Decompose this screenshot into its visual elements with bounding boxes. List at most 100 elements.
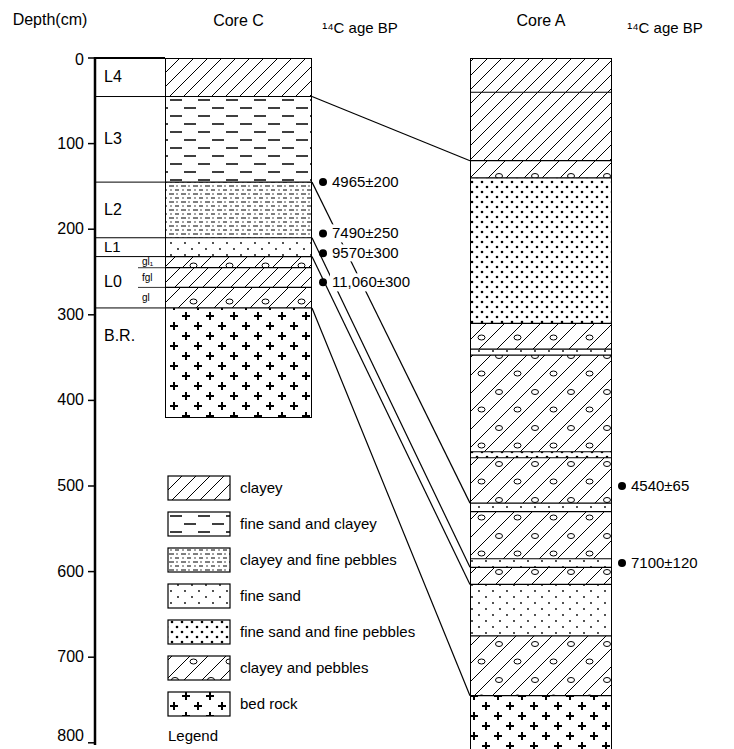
sediment-layer [470, 503, 612, 512]
sediment-layer [470, 559, 612, 568]
sediment-layer [165, 268, 312, 288]
legend-swatch [168, 656, 230, 680]
column-top [94, 57, 165, 59]
layer-boundary [470, 451, 612, 452]
depth-value: 700 [57, 648, 84, 666]
legend-swatch [168, 584, 230, 608]
sediment-layer [470, 696, 612, 749]
layer-boundary [470, 503, 612, 504]
unit-name: L3 [104, 130, 122, 148]
sediment-layer [470, 92, 612, 160]
legend-text: clayey and fine pebbles [238, 551, 399, 568]
legend-text: fine sand [238, 587, 303, 604]
column-header: ¹⁴C age BP [625, 19, 705, 36]
unit-name: B.R. [104, 327, 135, 345]
depth-tick [88, 314, 95, 316]
legend-swatch [168, 512, 230, 536]
layer-boundary [470, 457, 612, 458]
sediment-layer [165, 308, 312, 418]
legend-swatch [168, 692, 230, 716]
unit-boundary [95, 237, 165, 238]
depth-tick [88, 742, 95, 744]
sediment-layer [470, 584, 612, 635]
unit-boundary [95, 256, 165, 257]
sediment-layer [165, 287, 312, 308]
legend-swatch [168, 620, 230, 644]
sample-dot [618, 482, 626, 490]
depth-tick [88, 485, 95, 487]
layer-boundary [470, 92, 612, 93]
layer-boundary [470, 354, 612, 355]
sediment-layer [165, 238, 312, 257]
layer-boundary [470, 558, 612, 559]
age-value: 4965±200 [330, 173, 401, 190]
column-header: ¹⁴C age BP [320, 19, 400, 36]
depth-value: 500 [57, 477, 84, 495]
layer-boundary [470, 348, 612, 349]
core-title: Core C [166, 11, 311, 31]
depth-tick [88, 400, 95, 402]
layer-boundary [470, 323, 612, 324]
axis-title: Depth(cm) [13, 11, 88, 29]
legend-text: fine sand and fine pebbles [238, 623, 417, 640]
sediment-layer [470, 349, 612, 355]
unit-name: L0 [104, 273, 122, 291]
correlation-line [312, 257, 470, 585]
depth-tick [88, 143, 95, 145]
subunit-name: gl [142, 292, 150, 304]
unit-name: L2 [104, 201, 122, 219]
core-title: Core A [471, 11, 611, 31]
sediment-layer [165, 182, 312, 238]
layer-boundary [165, 256, 312, 257]
depth-value: 100 [57, 134, 84, 152]
unit-boundary [95, 96, 165, 97]
legend-text: bed rock [238, 695, 300, 712]
sediment-layer [470, 452, 612, 458]
unit-boundary [95, 307, 165, 308]
sediment-layer [470, 458, 612, 503]
sediment-layer [165, 58, 312, 97]
unit-name: L4 [104, 68, 122, 86]
layer-boundary [165, 307, 312, 308]
sediment-layer [165, 257, 312, 268]
sediment-layer [470, 567, 612, 584]
sediment-layer [165, 97, 312, 183]
depth-tick [88, 656, 95, 658]
layer-boundary [470, 584, 612, 585]
legend-text: clayey and pebbles [238, 659, 370, 676]
depth-value: 300 [57, 306, 84, 324]
legend-swatch [168, 476, 230, 500]
layer-boundary [470, 695, 612, 696]
sample-dot [319, 178, 327, 186]
unit-name: L1 [104, 239, 121, 256]
age-value: 7490±250 [330, 225, 401, 242]
layer-boundary [165, 287, 312, 288]
depth-tick [88, 228, 95, 230]
depth-value: 800 [57, 727, 84, 745]
subunit-name: gl₁ [142, 256, 153, 268]
age-value: 11,060±300 [330, 274, 412, 291]
layer-boundary [470, 567, 612, 568]
layer-boundary [165, 267, 312, 268]
layer-boundary [470, 511, 612, 512]
sample-dot [319, 229, 327, 237]
sediment-layer [470, 512, 612, 559]
sediment-layer [470, 355, 612, 452]
sediment-layer [470, 58, 612, 92]
age-value: 4540±65 [629, 477, 691, 494]
legend-title: Legend [168, 727, 218, 744]
core-column: Core A [470, 58, 612, 749]
layer-boundary [470, 635, 612, 636]
depth-value: 0 [75, 51, 84, 69]
layer-boundary [165, 237, 312, 238]
age-value: 7100±120 [629, 554, 700, 571]
correlation-line [312, 97, 470, 161]
depth-value: 600 [57, 562, 84, 580]
depth-tick [88, 571, 95, 573]
depth-value: 200 [57, 220, 84, 238]
layer-boundary [165, 182, 312, 183]
age-value: 9570±300 [330, 245, 401, 262]
depth-value: 400 [57, 391, 84, 409]
sample-dot [618, 559, 626, 567]
sediment-layer [470, 636, 612, 696]
